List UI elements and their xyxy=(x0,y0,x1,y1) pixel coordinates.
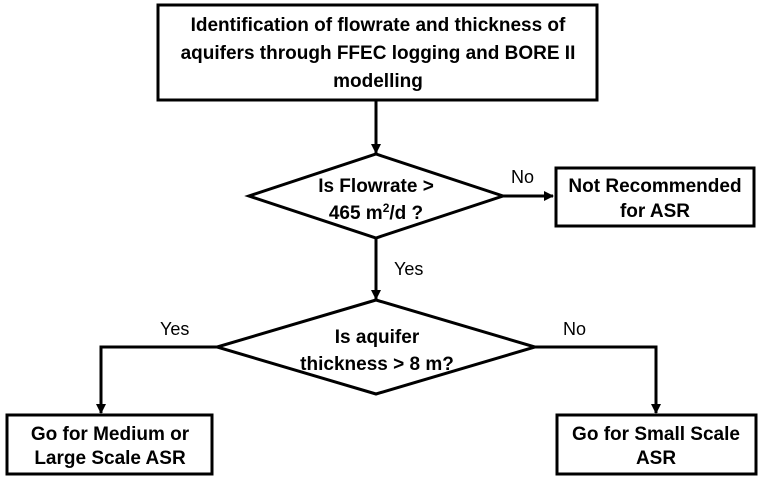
medium-large-line-1: Go for Medium or xyxy=(31,424,190,445)
decision-flowrate: Is Flowrate > 465 m2/d ? xyxy=(244,152,508,240)
decision-thickness-line-1: Is aquifer xyxy=(335,327,420,348)
start-line-2: aquifers through FFEC logging and BORE I… xyxy=(181,43,576,64)
decision-thickness: Is aquifer thickness > 8 m? xyxy=(211,298,541,396)
medium-large-scale-box: Go for Medium or Large Scale ASR xyxy=(5,413,214,476)
start-process-box: Identification of flowrate and thickness… xyxy=(156,3,599,102)
not-recommended-box: Not Recommended for ASR xyxy=(554,166,756,228)
decision-flowrate-line-2: 465 m2/d ? xyxy=(329,201,423,224)
edge-label-thickness-no: No xyxy=(563,319,586,339)
small-scale-line-2: ASR xyxy=(636,448,676,469)
edge-label-flowrate-no: No xyxy=(511,167,534,187)
medium-large-line-2: Large Scale ASR xyxy=(34,448,186,469)
small-scale-line-1: Go for Small Scale xyxy=(572,424,740,445)
decision-flowrate-line-1: Is Flowrate > xyxy=(318,176,434,197)
small-scale-box: Go for Small Scale ASR xyxy=(555,413,758,476)
start-line-1: Identification of flowrate and thickness… xyxy=(191,15,566,36)
arrow-thickness-yes xyxy=(96,345,217,414)
not-recommended-line-1: Not Recommended xyxy=(568,176,741,197)
decision-thickness-line-2: thickness > 8 m? xyxy=(300,354,454,375)
arrow-thickness-no xyxy=(535,345,661,414)
edge-label-flowrate-yes: Yes xyxy=(394,259,423,279)
not-recommended-line-2: for ASR xyxy=(620,201,690,222)
start-line-3: modelling xyxy=(333,71,423,92)
edge-label-thickness-yes: Yes xyxy=(160,319,189,339)
